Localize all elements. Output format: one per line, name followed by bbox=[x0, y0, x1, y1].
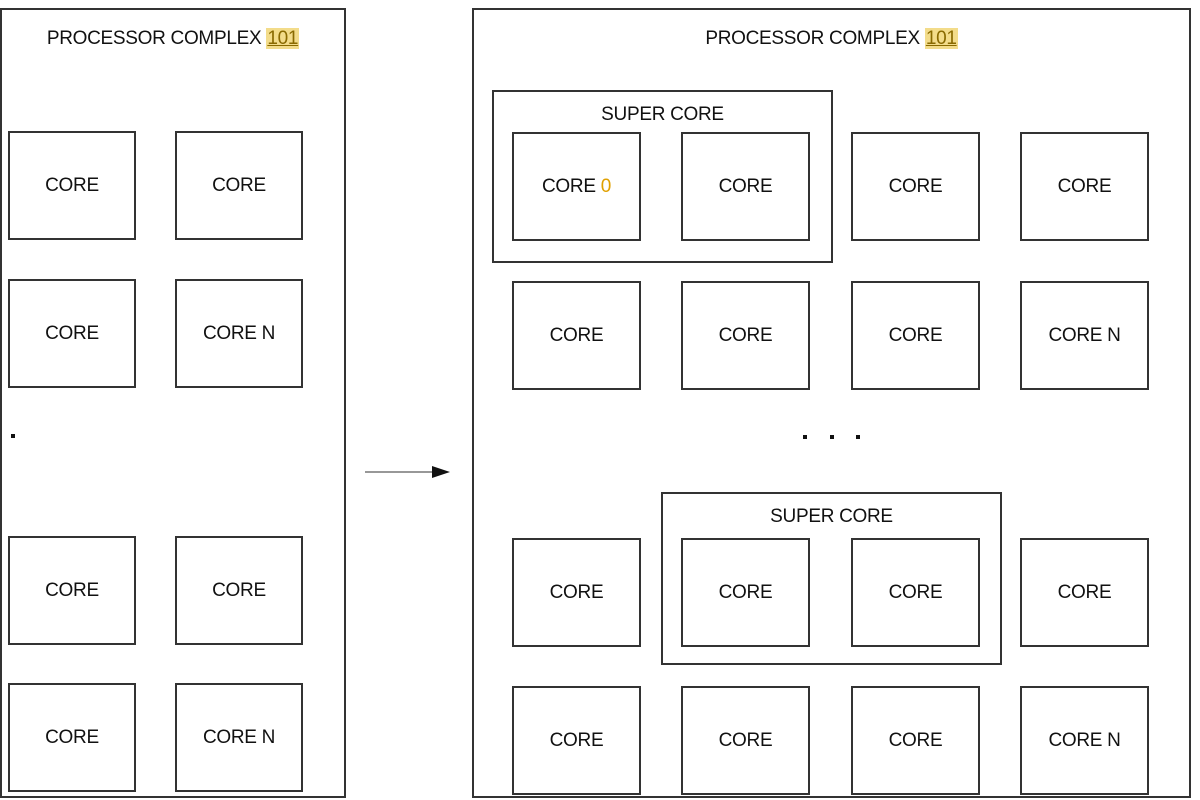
core-box: CORE N bbox=[175, 279, 303, 388]
core-box: CORE bbox=[851, 132, 980, 241]
core-label: CORE N bbox=[1048, 324, 1121, 346]
core-box: CORE bbox=[851, 538, 980, 647]
core-box: CORE bbox=[8, 683, 136, 792]
core-label: CORE bbox=[718, 581, 773, 603]
super-core-label: SUPER CORE bbox=[770, 506, 893, 527]
ellipsis-dot bbox=[856, 435, 860, 439]
core-box: CORE bbox=[512, 281, 641, 390]
core-box: CORE bbox=[681, 132, 810, 241]
core-label: CORE bbox=[549, 581, 604, 603]
core-label: CORE N bbox=[202, 322, 276, 344]
core-label: CORE bbox=[1057, 581, 1112, 603]
core-label: CORE bbox=[542, 175, 596, 197]
core-box: CORE bbox=[1020, 132, 1149, 241]
core-label: CORE bbox=[549, 324, 604, 346]
core-label: CORE bbox=[718, 324, 773, 346]
core-box: CORE bbox=[681, 686, 810, 795]
core-label: CORE bbox=[888, 581, 943, 603]
super-core-group: SUPER CORE bbox=[492, 90, 833, 263]
core-box: CORE 0 bbox=[512, 132, 641, 241]
core-box: CORE bbox=[175, 536, 303, 645]
core-label: CORE bbox=[45, 174, 99, 196]
core-box: CORE bbox=[512, 538, 641, 647]
core-box: CORE bbox=[681, 538, 810, 647]
core-label: CORE bbox=[888, 324, 943, 346]
left-complex-title: PROCESSOR COMPLEX 101 bbox=[46, 28, 300, 49]
core-label: CORE bbox=[549, 729, 604, 751]
core-label: CORE bbox=[888, 729, 943, 751]
core-box: CORE bbox=[851, 686, 980, 795]
reference-number: 101 bbox=[266, 28, 300, 49]
core-label: CORE bbox=[45, 322, 99, 344]
transform-arrow bbox=[365, 466, 450, 478]
core-label: CORE bbox=[45, 726, 99, 748]
core-box: CORE N bbox=[175, 683, 303, 792]
core-box: CORE bbox=[8, 131, 136, 240]
core-label: CORE bbox=[212, 579, 266, 601]
reference-number: 101 bbox=[924, 28, 958, 49]
core-box: CORE bbox=[8, 536, 136, 645]
left-processor-complex: PROCESSOR COMPLEX 101 CORE CORE CORE CORE N… bbox=[0, 8, 346, 798]
core-label: CORE bbox=[1057, 175, 1112, 197]
core-label: CORE N bbox=[202, 726, 276, 748]
core-box: CORE bbox=[681, 281, 810, 390]
core-box: CORE bbox=[512, 686, 641, 795]
super-core-label: SUPER CORE bbox=[601, 104, 724, 125]
core-label: CORE bbox=[45, 579, 99, 601]
core-box: CORE N bbox=[1020, 686, 1149, 795]
right-processor-complex: PROCESSOR COMPLEX 101 SUPER CORE SUPER C… bbox=[472, 8, 1191, 798]
core-label: CORE bbox=[212, 174, 266, 196]
core-box: CORE bbox=[851, 281, 980, 390]
ellipsis-dot bbox=[803, 435, 807, 439]
core-label: CORE N bbox=[1048, 729, 1121, 751]
core-box: CORE bbox=[1020, 538, 1149, 647]
core-label: CORE bbox=[718, 175, 773, 197]
ellipsis-dot bbox=[11, 434, 15, 438]
core-label: CORE bbox=[888, 175, 943, 197]
right-complex-title: PROCESSOR COMPLEX 101 bbox=[705, 28, 958, 49]
super-core-group: SUPER CORE bbox=[661, 492, 1002, 665]
core-box: CORE bbox=[175, 131, 303, 240]
core-box: CORE N bbox=[1020, 281, 1149, 390]
core-number: 0 bbox=[600, 175, 612, 197]
core-label: CORE bbox=[718, 729, 773, 751]
ellipsis-dot bbox=[830, 435, 834, 439]
core-box: CORE bbox=[8, 279, 136, 388]
